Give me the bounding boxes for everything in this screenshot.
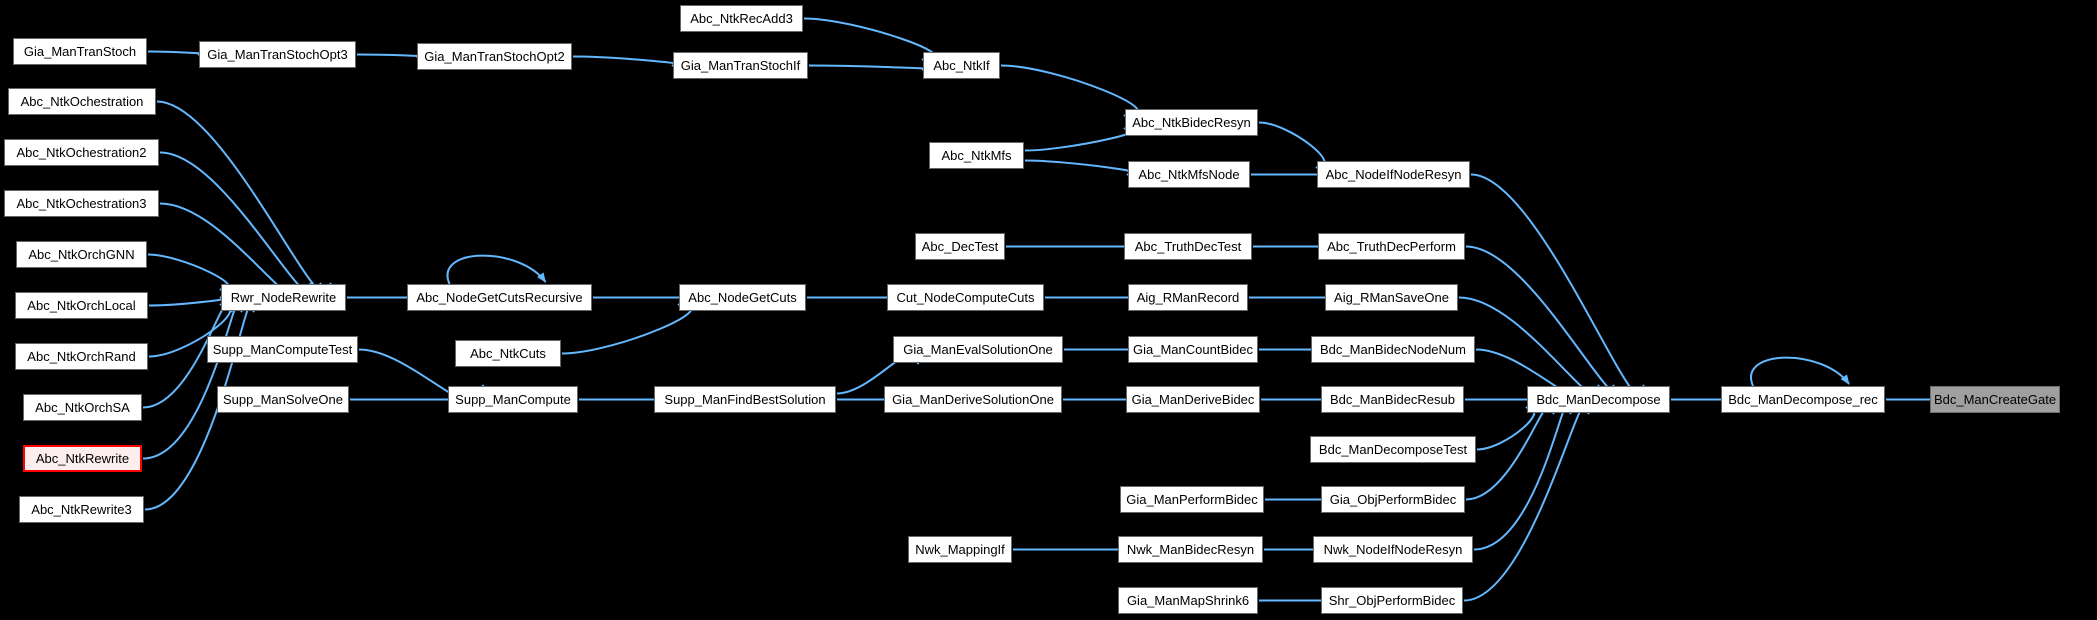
graph-node-Abc_NtkRecAdd3[interactable]: Abc_NtkRecAdd3	[680, 5, 803, 32]
graph-node-Bdc_ManBidecResub[interactable]: Bdc_ManBidecResub	[1321, 386, 1464, 413]
edge-Abc_NtkOrchLocal-to-Rwr_NodeRewrite	[148, 293, 230, 307]
graph-node-Gia_ManMapShrink6[interactable]: Gia_ManMapShrink6	[1118, 587, 1258, 614]
edge-Abc_NtkOchestration-to-Rwr_NodeRewrite	[156, 100, 335, 296]
graph-node-Abc_NtkOrchLocal[interactable]: Abc_NtkOrchLocal	[15, 292, 148, 319]
edge-Abc_NtkOrchGNN-to-Rwr_NodeRewrite	[147, 253, 230, 294]
graph-node-Bdc_ManDecomposeTest[interactable]: Bdc_ManDecomposeTest	[1310, 436, 1476, 463]
graph-node-Shr_ObjPerformBidec[interactable]: Shr_ObjPerformBidec	[1321, 587, 1463, 614]
graph-node-Abc_NtkOrchGNN[interactable]: Abc_NtkOrchGNN	[16, 241, 147, 268]
edge-Abc_NtkMfs-to-Abc_NtkBidecResyn	[1024, 124, 1136, 152]
edge-Bdc_ManDecompose_rec-to-Bdc_ManDecompose_rec	[1750, 356, 1850, 387]
graph-node-Supp_ManComputeTest[interactable]: Supp_ManComputeTest	[207, 336, 358, 363]
graph-node-Gia_ManTranStoch[interactable]: Gia_ManTranStoch	[13, 38, 147, 65]
graph-node-Gia_ManPerformBidec[interactable]: Gia_ManPerformBidec	[1120, 486, 1264, 513]
graph-node-Abc_NtkOchestration3[interactable]: Abc_NtkOchestration3	[4, 190, 159, 217]
graph-node-Gia_ManDeriveSolutionOne[interactable]: Gia_ManDeriveSolutionOne	[884, 386, 1062, 413]
edge-Gia_ManTranStochOpt2-to-Gia_ManTranStochIf	[572, 55, 683, 70]
edge-Abc_NtkCuts-to-Abc_NodeGetCuts	[561, 300, 693, 355]
graph-node-Abc_NtkOchestration2[interactable]: Abc_NtkOchestration2	[4, 139, 159, 166]
graph-node-Abc_NtkOchestration[interactable]: Abc_NtkOchestration	[8, 88, 156, 115]
graph-node-Abc_NtkCuts[interactable]: Abc_NtkCuts	[455, 340, 561, 367]
graph-node-Abc_NtkOrchRand[interactable]: Abc_NtkOrchRand	[15, 343, 148, 370]
graph-node-Abc_NtkOrchSA[interactable]: Abc_NtkOrchSA	[23, 394, 142, 421]
graph-node-Rwr_NodeRewrite[interactable]: Rwr_NodeRewrite	[221, 284, 346, 311]
graph-node-Gia_ManTranStochIf[interactable]: Gia_ManTranStochIf	[673, 52, 808, 79]
graph-node-Gia_ObjPerformBidec[interactable]: Gia_ObjPerformBidec	[1321, 486, 1465, 513]
edge-Gia_ManTranStochIf-to-Abc_NtkIf	[808, 64, 935, 74]
graph-node-Abc_NtkRewrite3[interactable]: Abc_NtkRewrite3	[19, 496, 144, 523]
edge-Abc_NtkRecAdd3-to-Abc_NtkIf	[803, 17, 937, 64]
edge-Abc_TruthDecPerform-to-Bdc_ManDecompose	[1465, 245, 1633, 401]
graph-node-Gia_ManTranStochOpt2[interactable]: Gia_ManTranStochOpt2	[417, 43, 572, 70]
graph-node-Gia_ManEvalSolutionOne[interactable]: Gia_ManEvalSolutionOne	[893, 336, 1063, 363]
edge-Abc_NtkBidecResyn-to-Abc_NodeIfNodeResyn	[1258, 121, 1326, 172]
graph-node-Abc_NtkIf[interactable]: Abc_NtkIf	[923, 52, 1000, 79]
graph-node-Abc_NtkBidecResyn[interactable]: Abc_NtkBidecResyn	[1125, 109, 1258, 136]
graph-node-Nwk_ManBidecResyn[interactable]: Nwk_ManBidecResyn	[1118, 536, 1263, 563]
edge-Abc_NtkIf-to-Abc_NtkBidecResyn	[1000, 64, 1140, 120]
graph-node-Supp_ManCompute[interactable]: Supp_ManCompute	[448, 386, 578, 413]
graph-node-Supp_ManFindBestSolution[interactable]: Supp_ManFindBestSolution	[654, 386, 836, 413]
graph-node-Gia_ManTranStochOpt3[interactable]: Gia_ManTranStochOpt3	[199, 41, 356, 68]
graph-node-Abc_NtkMfsNode[interactable]: Abc_NtkMfsNode	[1128, 161, 1250, 188]
graph-node-Gia_ManCountBidec[interactable]: Gia_ManCountBidec	[1128, 336, 1258, 363]
edge-Gia_ManTranStochOpt3-to-Gia_ManTranStochOpt2	[356, 52, 426, 61]
edge-Gia_ManTranStoch-to-Gia_ManTranStochOpt3	[147, 50, 208, 59]
graph-node-Bdc_ManBidecNodeNum[interactable]: Bdc_ManBidecNodeNum	[1311, 336, 1475, 363]
graph-node-Aig_RManSaveOne[interactable]: Aig_RManSaveOne	[1325, 284, 1458, 311]
graph-node-Abc_NodeGetCuts[interactable]: Abc_NodeGetCuts	[679, 284, 806, 311]
graph-node-Supp_ManSolveOne[interactable]: Supp_ManSolveOne	[217, 386, 349, 413]
graph-node-Abc_NodeIfNodeResyn[interactable]: Abc_NodeIfNodeResyn	[1317, 161, 1470, 188]
graph-node-Abc_TruthDecTest[interactable]: Abc_TruthDecTest	[1124, 233, 1252, 260]
graph-node-Abc_NtkMfs[interactable]: Abc_NtkMfs	[929, 142, 1024, 169]
graph-node-Bdc_ManDecompose_rec[interactable]: Bdc_ManDecompose_rec	[1721, 386, 1885, 413]
graph-node-Abc_NodeGetCutsRecursive[interactable]: Abc_NodeGetCutsRecursive	[407, 284, 592, 311]
edge-Shr_ObjPerformBidec-to-Bdc_ManDecompose	[1463, 401, 1593, 602]
edge-Gia_ObjPerformBidec-to-Bdc_ManDecompose	[1465, 401, 1558, 501]
graph-node-Abc_NtkRewrite[interactable]: Abc_NtkRewrite	[23, 445, 142, 472]
edge-Abc_NtkMfs-to-Abc_NtkMfsNode	[1024, 159, 1139, 179]
graph-node-Aig_RManRecord[interactable]: Aig_RManRecord	[1128, 284, 1248, 311]
graph-node-Nwk_NodeIfNodeResyn[interactable]: Nwk_NodeIfNodeResyn	[1313, 536, 1473, 563]
graph-node-Abc_DecTest[interactable]: Abc_DecTest	[915, 233, 1005, 260]
graph-node-Cut_NodeComputeCuts[interactable]: Cut_NodeComputeCuts	[887, 284, 1044, 311]
edge-Abc_NodeGetCutsRecursive-to-Abc_NodeGetCutsRecursive	[446, 254, 547, 285]
graph-node-Bdc_ManCreateGate[interactable]: Bdc_ManCreateGate	[1930, 386, 2060, 413]
graph-node-Bdc_ManDecompose[interactable]: Bdc_ManDecompose	[1527, 386, 1670, 413]
graph-node-Gia_ManDeriveBidec[interactable]: Gia_ManDeriveBidec	[1126, 386, 1260, 413]
graph-node-Nwk_MappingIf[interactable]: Nwk_MappingIf	[908, 536, 1012, 563]
graph-node-Abc_TruthDecPerform[interactable]: Abc_TruthDecPerform	[1318, 233, 1465, 260]
